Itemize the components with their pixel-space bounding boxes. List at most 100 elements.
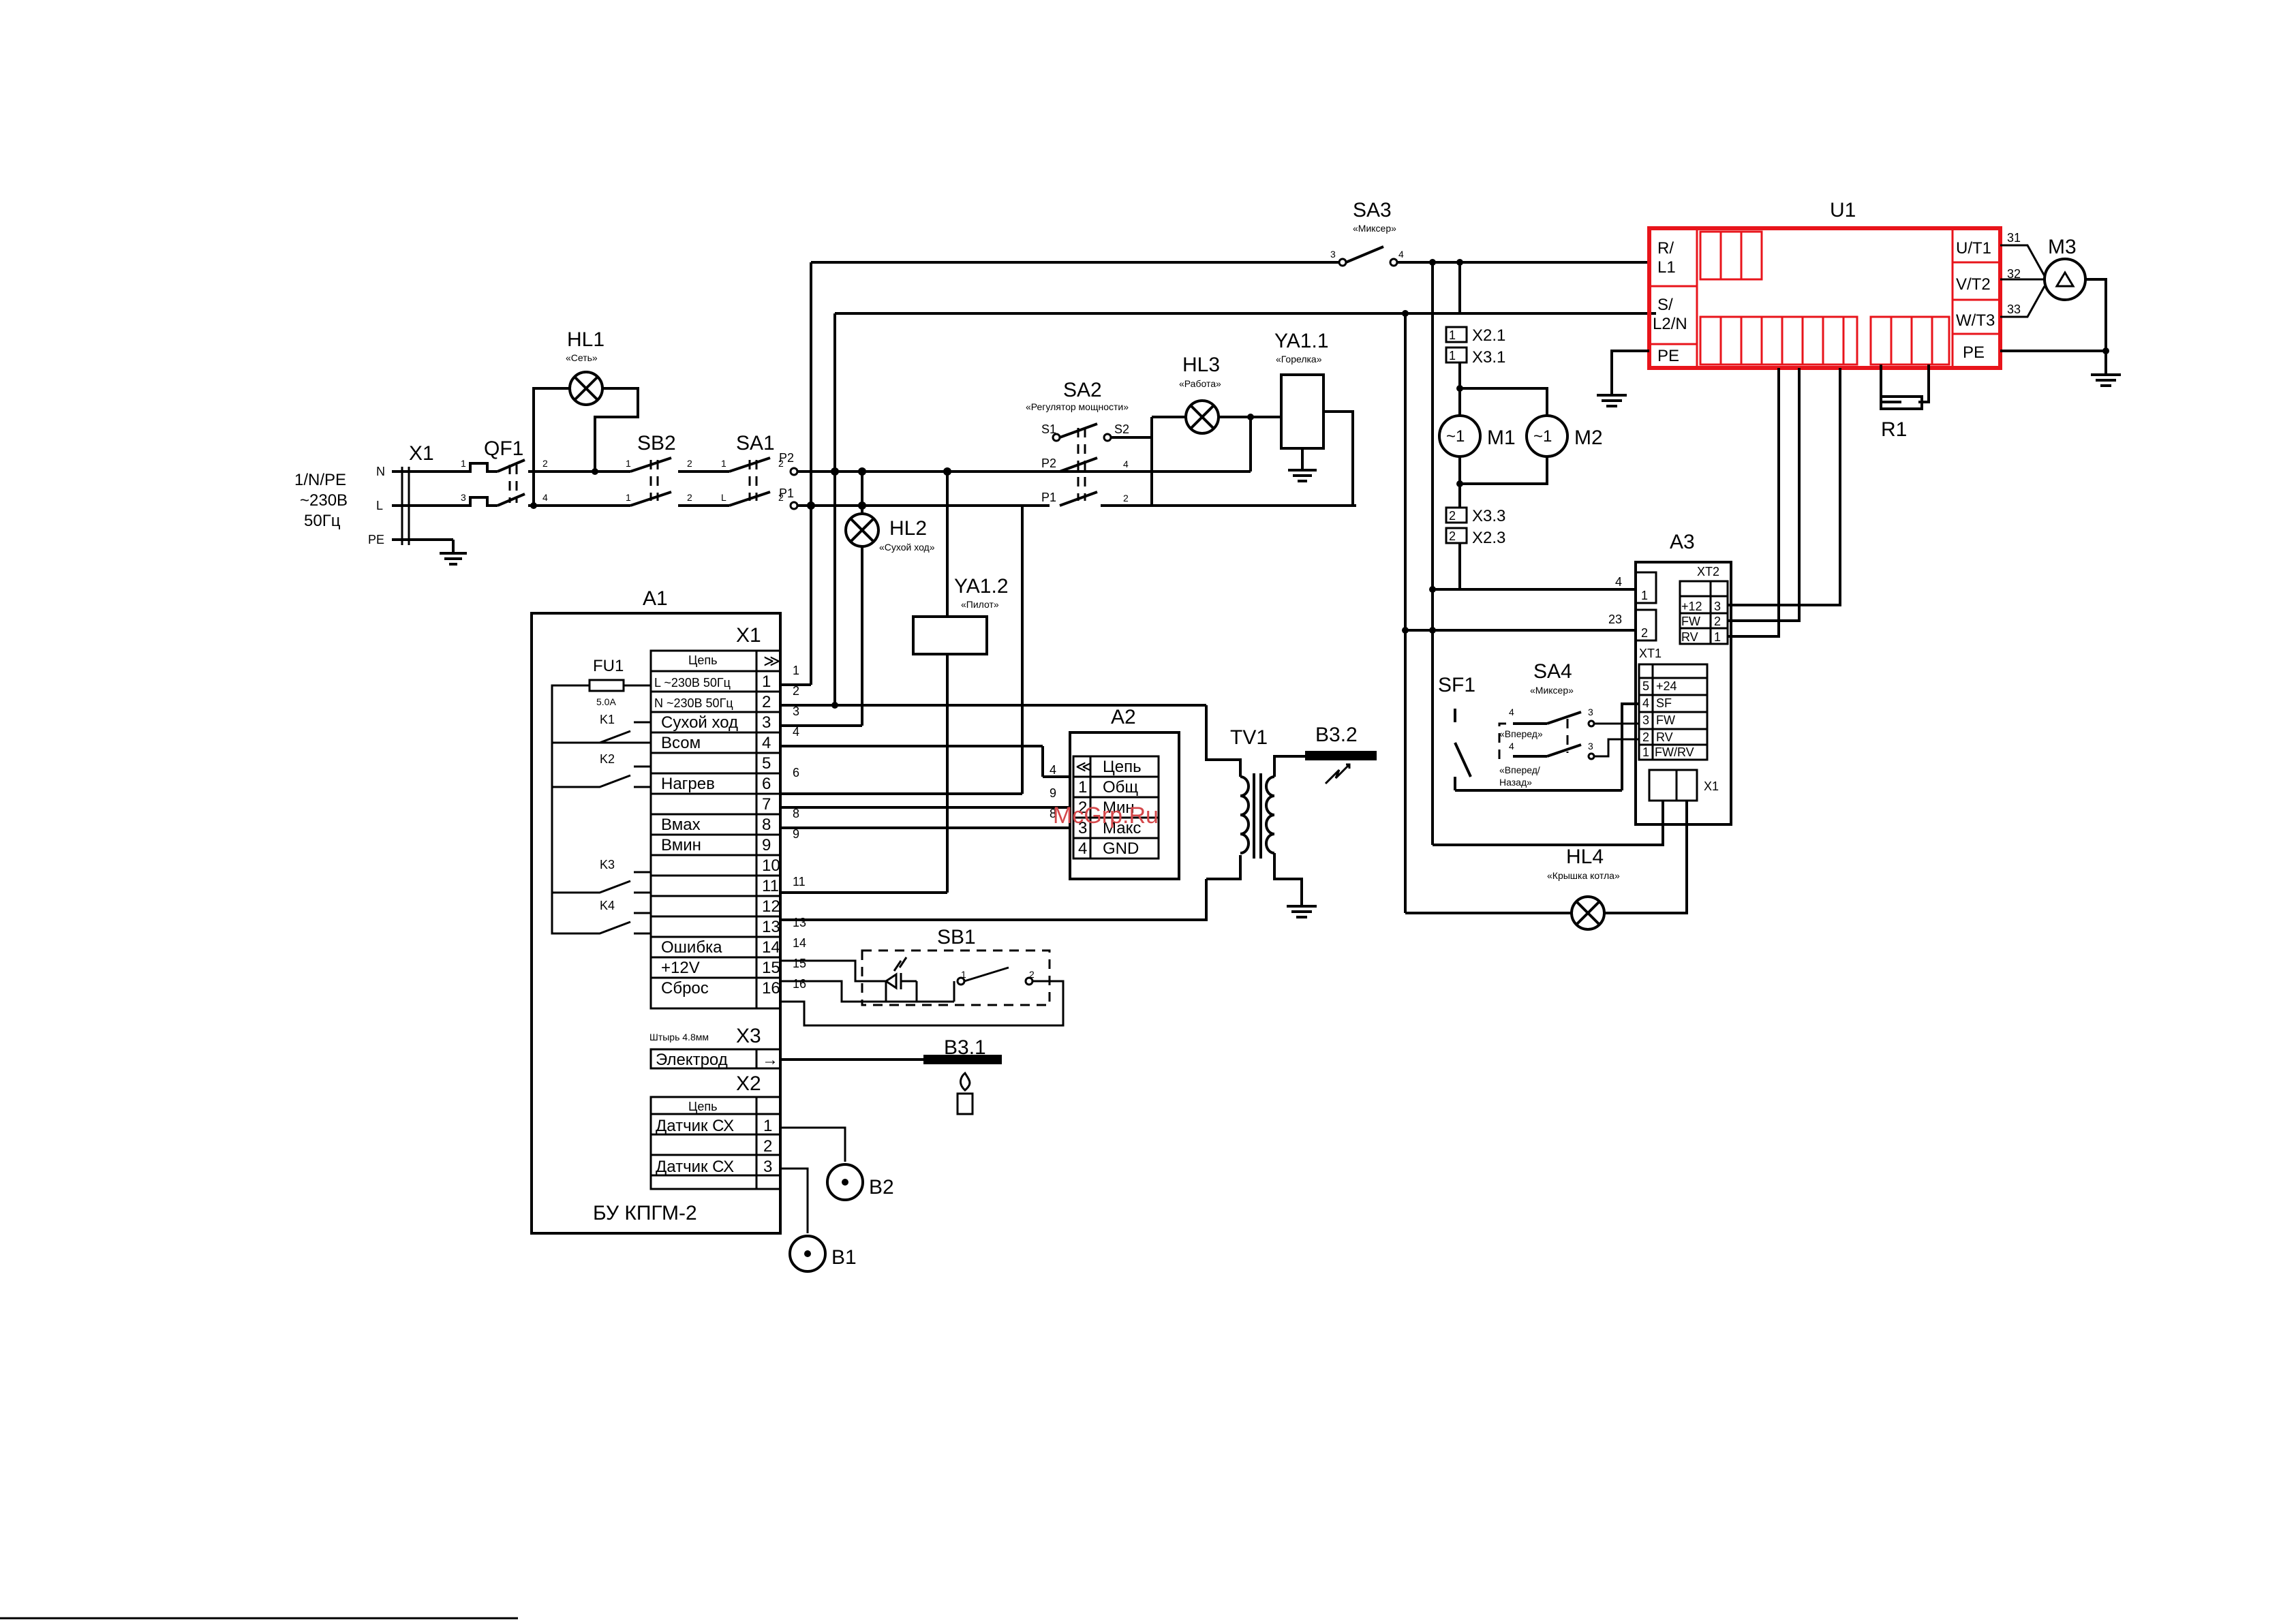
svg-text:1: 1 <box>961 969 966 980</box>
m2-ref: M2 <box>1574 427 1603 449</box>
valve-ya12: YA1.2 «Пилот» <box>780 472 1009 894</box>
u1-pe-out: PE <box>1963 343 1985 362</box>
lamp-hl1: HL1 «Сеть» <box>530 328 639 509</box>
xt1-n3: 3 <box>1642 713 1649 727</box>
x1-ref: X1 <box>409 442 434 465</box>
a3-term-2: 2 <box>1641 626 1648 640</box>
a2-t4: GND <box>1103 839 1139 858</box>
svg-text:4: 4 <box>1509 707 1514 717</box>
svg-text:4: 4 <box>1123 459 1129 469</box>
svg-text:9: 9 <box>1050 786 1056 800</box>
b2-ref: B2 <box>869 1176 894 1199</box>
u1-term-31: 31 <box>2007 231 2021 245</box>
a1-label: БУ КПГМ-2 <box>593 1202 697 1224</box>
r1-ref: R1 <box>1881 418 1907 441</box>
a3-term-1: 1 <box>1641 589 1648 602</box>
hl3-ref: HL3 <box>1182 354 1220 376</box>
a1-x3-title: X3 <box>736 1025 761 1047</box>
svg-text:3: 3 <box>1588 741 1593 752</box>
button-sb1: SB1 1 2 <box>780 926 1065 1027</box>
controller-a3: A3 4 1 23 2 XT2 +12 3 FW 2 RV 1 XT1 5 +2… <box>1405 368 1841 914</box>
electrode-b31: B3.1 <box>780 1036 1002 1115</box>
a1-x1-row-number: 1 <box>762 673 771 691</box>
svg-text:8: 8 <box>1050 807 1056 820</box>
x31-label: X3.1 <box>1472 348 1505 367</box>
sa4-fwdrev-b: Назад» <box>1499 777 1532 788</box>
a3-term-4: 4 <box>1615 575 1622 589</box>
svg-text:2: 2 <box>793 684 799 698</box>
sa2-s2: S2 <box>1114 422 1129 436</box>
svg-text:3: 3 <box>1330 249 1336 260</box>
xt2-t3: RV <box>1681 630 1698 644</box>
xt1-t1: FW/RV <box>1655 745 1694 759</box>
u1-sl2n-a: S/ <box>1657 296 1673 314</box>
a2-t2: Мин <box>1103 799 1135 817</box>
a3-x1: X1 <box>1704 779 1719 793</box>
sensors-b1-b2: B2 B1 <box>780 1126 894 1273</box>
a1-x1-row-label: Ошибка <box>661 938 722 957</box>
hl2-ref: HL2 <box>889 517 927 540</box>
lamp-hl4: HL4 «Крышка котла» <box>1405 846 1622 931</box>
a1-x1-row-number: 13 <box>762 918 780 936</box>
svg-text:2: 2 <box>778 458 784 469</box>
sa1-ref: SA1 <box>736 432 775 454</box>
a2-header: Цепь <box>1103 758 1142 776</box>
sa4-note: «Миксер» <box>1530 685 1574 696</box>
pe-label: PE <box>368 533 384 546</box>
l-label: L <box>376 499 383 512</box>
sa2-p2: P2 <box>1041 457 1056 470</box>
x2-n1: 1 <box>763 1117 772 1135</box>
a1-x1-row-number: 14 <box>762 938 780 957</box>
transformer-tv1: TV1 <box>1205 705 1317 918</box>
valve-ya11: YA1.1 «Горелка» <box>1274 330 1354 506</box>
a3-term-23: 23 <box>1608 613 1622 626</box>
svg-text:2: 2 <box>1123 493 1129 504</box>
svg-text:13: 13 <box>793 916 806 929</box>
hl4-note: «Крышка котла» <box>1547 870 1620 881</box>
svg-text:1: 1 <box>626 458 631 469</box>
xt2-n3: 1 <box>1714 630 1721 644</box>
a2-n4: 4 <box>1078 839 1087 858</box>
xt1-n2: 2 <box>1642 730 1649 744</box>
a1-x1-row-label: Вмах <box>661 816 701 834</box>
a1-x1-row-label: L ~230В 50Гц <box>654 676 731 690</box>
xt2-title: XT2 <box>1697 565 1719 578</box>
a2-ref: A2 <box>1111 706 1136 728</box>
svg-text:2: 2 <box>542 458 548 469</box>
relay-k4: K4 <box>600 899 615 912</box>
sa2-p1: P1 <box>1041 491 1056 504</box>
x2-x3-connectors: 1 1 X2.1 X3.1 2 2 X3.3 X2.3 <box>1402 262 1615 913</box>
hl4-ref: HL4 <box>1566 846 1604 868</box>
sa4-fwdrev-a: «Вперед/ <box>1499 764 1540 775</box>
a1-x1-row-label: Сброс <box>661 979 709 998</box>
x23-label: X2.3 <box>1472 529 1505 547</box>
supply-terminal-x1: X1 N L PE 1/N/PE ~230В 50Гц <box>294 442 467 566</box>
svg-text:9: 9 <box>793 827 799 841</box>
a1-x1-row-label: Сухой ход <box>661 713 738 732</box>
sa2-ref: SA2 <box>1063 379 1102 401</box>
xt1-n1: 1 <box>1642 745 1649 759</box>
svg-text:2: 2 <box>687 458 692 469</box>
u1-wt3: W/T3 <box>1956 311 1995 330</box>
xt1-n5: 5 <box>1642 679 1649 693</box>
svg-text:1: 1 <box>1449 349 1456 362</box>
u1-pe-in: PE <box>1657 347 1679 365</box>
relay-k1: K1 <box>600 713 615 726</box>
fu1-rating: 5.0A <box>596 696 616 707</box>
svg-text:2: 2 <box>778 492 784 503</box>
svg-text:14: 14 <box>793 936 806 950</box>
x33-label: X3.3 <box>1472 507 1505 525</box>
svg-text:1: 1 <box>626 492 631 503</box>
svg-text:15: 15 <box>793 957 806 970</box>
sb2-ref: SB2 <box>637 432 676 454</box>
svg-text:1: 1 <box>721 458 726 469</box>
a1-col-header: Цепь <box>688 653 717 667</box>
u1-term-32: 32 <box>2007 267 2021 281</box>
module-a2: A2 ≪ Цепь 1 Общ 2 Мин 3 Макс 4 GND <box>1069 706 1180 880</box>
a1-x1-row-number: 5 <box>762 754 771 773</box>
a1-x1-row-number: 3 <box>762 713 771 732</box>
xt2-n1: 3 <box>1714 600 1721 613</box>
svg-text:2: 2 <box>1029 969 1035 980</box>
relay-k2: K2 <box>600 752 615 766</box>
a1-pin-wires: 1 2 3 4 6 8 9 11 13 14 15 16 4 9 8 <box>780 472 1208 991</box>
